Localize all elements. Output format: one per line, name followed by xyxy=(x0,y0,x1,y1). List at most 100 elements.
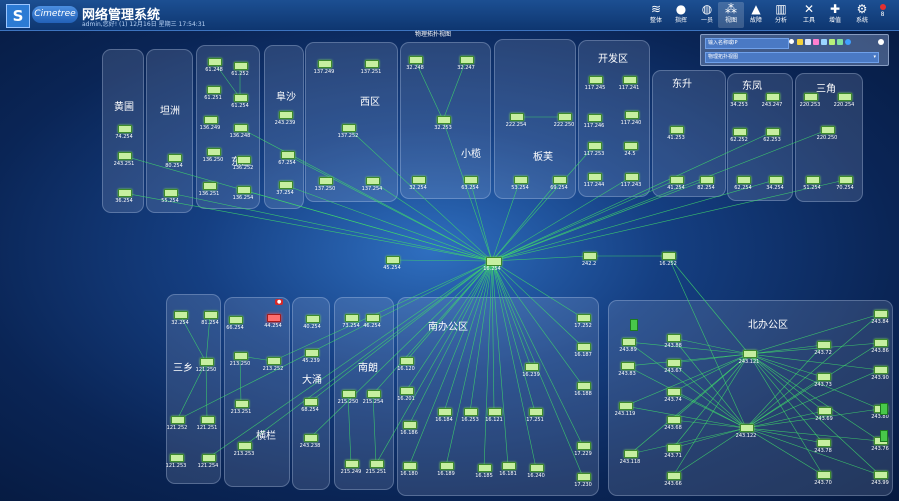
switch-icon[interactable] xyxy=(623,76,637,84)
switch-icon[interactable] xyxy=(733,128,747,136)
switch-icon[interactable] xyxy=(486,257,502,266)
switch-icon[interactable] xyxy=(817,471,831,479)
switch-icon[interactable] xyxy=(839,176,853,184)
switch-icon[interactable] xyxy=(412,176,426,184)
switch-icon[interactable] xyxy=(305,349,319,357)
switch-icon[interactable] xyxy=(207,148,221,156)
switch-icon[interactable] xyxy=(667,472,681,480)
nav-topology-button[interactable]: ⁂视图 xyxy=(718,2,744,28)
switch-icon[interactable] xyxy=(737,176,751,184)
switch-icon[interactable] xyxy=(488,408,502,416)
switch-icon[interactable] xyxy=(319,177,333,185)
switch-icon[interactable] xyxy=(588,173,602,181)
switch-icon[interactable] xyxy=(817,341,831,349)
switch-icon[interactable] xyxy=(478,464,492,472)
switch-icon[interactable] xyxy=(386,256,400,264)
switch-icon[interactable] xyxy=(577,314,591,322)
switch-icon[interactable] xyxy=(306,315,320,323)
switch-icon[interactable] xyxy=(409,56,423,64)
switch-icon[interactable] xyxy=(234,352,248,360)
switch-icon[interactable] xyxy=(237,186,251,194)
nav-layers-button[interactable]: ≋整体 xyxy=(643,2,669,28)
switch-icon[interactable] xyxy=(204,311,218,319)
switch-icon[interactable] xyxy=(200,358,214,366)
switch-icon[interactable] xyxy=(874,310,888,318)
switch-icon[interactable] xyxy=(624,142,638,150)
switch-icon[interactable] xyxy=(624,450,638,458)
switch-icon[interactable] xyxy=(460,56,474,64)
switch-icon[interactable] xyxy=(207,86,221,94)
switch-icon[interactable] xyxy=(318,60,332,68)
nav-plus-button[interactable]: ✚增值 xyxy=(822,2,848,28)
switch-icon[interactable] xyxy=(342,390,356,398)
switch-icon[interactable] xyxy=(577,343,591,351)
switch-icon[interactable] xyxy=(588,114,602,122)
switch-icon[interactable] xyxy=(817,373,831,381)
switch-icon[interactable] xyxy=(588,142,602,150)
switch-icon[interactable] xyxy=(400,387,414,395)
switch-icon[interactable] xyxy=(769,176,783,184)
switch-icon[interactable] xyxy=(766,93,780,101)
switch-icon[interactable] xyxy=(237,156,251,164)
switch-icon[interactable] xyxy=(874,471,888,479)
switch-icon[interactable] xyxy=(874,339,888,347)
view-select[interactable]: 物理拓扑视图▾ xyxy=(705,52,879,63)
switch-icon[interactable] xyxy=(667,416,681,424)
switch-icon[interactable] xyxy=(821,126,835,134)
switch-icon[interactable] xyxy=(234,124,248,132)
switch-icon[interactable] xyxy=(304,434,318,442)
search-input[interactable]: 输入名称或IP xyxy=(705,38,789,49)
switch-icon[interactable] xyxy=(874,366,888,374)
switch-icon[interactable] xyxy=(234,62,248,70)
switch-icon[interactable] xyxy=(365,60,379,68)
switch-icon[interactable] xyxy=(267,357,281,365)
switch-icon[interactable] xyxy=(553,176,567,184)
switch-icon[interactable] xyxy=(118,152,132,160)
alarm-indicator[interactable]: 8 xyxy=(878,3,887,25)
add-icon[interactable] xyxy=(797,39,803,45)
switch-icon[interactable] xyxy=(529,408,543,416)
switch-icon[interactable] xyxy=(514,176,528,184)
switch-icon[interactable] xyxy=(279,181,293,189)
switch-icon[interactable] xyxy=(174,311,188,319)
switch-icon[interactable] xyxy=(400,357,414,365)
switch-icon[interactable] xyxy=(667,334,681,342)
collapse-icon[interactable] xyxy=(878,39,884,45)
switch-icon[interactable] xyxy=(168,154,182,162)
switch-icon[interactable] xyxy=(367,390,381,398)
switch-icon[interactable] xyxy=(583,252,597,260)
switch-icon[interactable] xyxy=(817,439,831,447)
switch-icon[interactable] xyxy=(700,176,714,184)
switch-icon[interactable] xyxy=(525,363,539,371)
switch-icon[interactable] xyxy=(203,182,217,190)
nav-tools-button[interactable]: ✕工具 xyxy=(796,2,822,28)
switch-icon[interactable] xyxy=(342,124,356,132)
switch-icon[interactable] xyxy=(366,314,380,322)
switch-icon[interactable] xyxy=(267,314,281,322)
switch-icon[interactable] xyxy=(438,408,452,416)
switch-icon[interactable] xyxy=(838,93,852,101)
layout-icon[interactable] xyxy=(821,39,827,45)
link-icon[interactable] xyxy=(813,39,819,45)
switch-icon[interactable] xyxy=(345,314,359,322)
switch-icon[interactable] xyxy=(164,189,178,197)
switch-icon[interactable] xyxy=(558,113,572,121)
switch-icon[interactable] xyxy=(170,454,184,462)
switch-icon[interactable] xyxy=(577,442,591,450)
switch-icon[interactable] xyxy=(202,454,216,462)
switch-icon[interactable] xyxy=(118,189,132,197)
switch-icon[interactable] xyxy=(440,462,454,470)
filter-icon[interactable] xyxy=(829,39,835,45)
switch-icon[interactable] xyxy=(530,464,544,472)
switch-icon[interactable] xyxy=(577,473,591,481)
switch-icon[interactable] xyxy=(229,316,243,324)
switch-icon[interactable] xyxy=(118,125,132,133)
nav-chart-button[interactable]: ▥分析 xyxy=(768,2,794,28)
switch-icon[interactable] xyxy=(437,116,451,124)
nav-warning-button[interactable]: ▲故障 xyxy=(743,2,769,28)
nav-globe-button[interactable]: ◍一员 xyxy=(694,2,720,28)
switch-icon[interactable] xyxy=(238,442,252,450)
switch-icon[interactable] xyxy=(619,402,633,410)
switch-icon[interactable] xyxy=(806,176,820,184)
switch-icon[interactable] xyxy=(171,416,185,424)
